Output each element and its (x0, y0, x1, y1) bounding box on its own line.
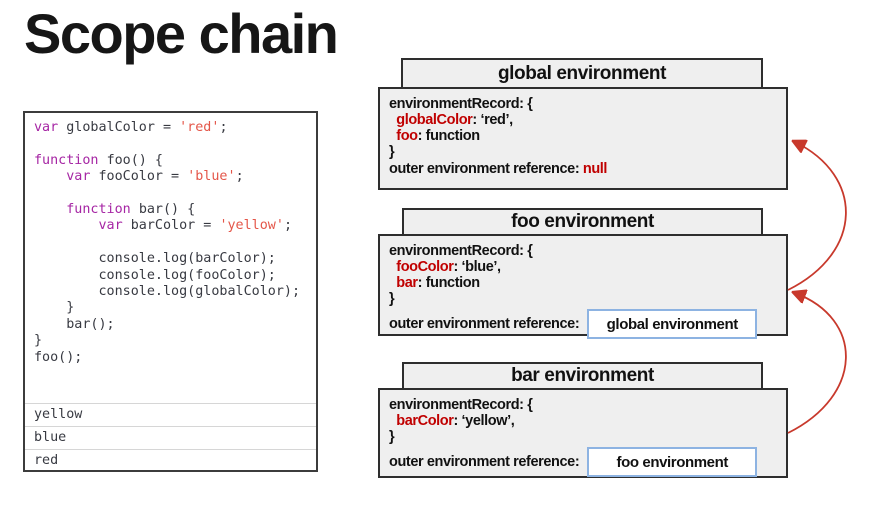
rec-line: fooColor: ‘blue’, (396, 259, 501, 275)
code-line: console.log(fooColor); (34, 267, 276, 283)
console-output-row: red (25, 449, 316, 472)
env-record-foo: environmentRecord: { fooColor: ‘blue’, b… (389, 243, 777, 307)
rec-line: environmentRecord: { (389, 243, 533, 259)
outer-reference-label: outer environment reference: (389, 316, 580, 332)
code-line: bar(); (34, 316, 115, 332)
outer-reference-label: outer environment reference: (389, 454, 580, 470)
arrow-bar-to-foo (787, 293, 847, 434)
code-line: var fooColor = 'blue'; (66, 169, 244, 185)
rec-line: } (389, 291, 395, 307)
rec-line: globalColor: ‘red’, (396, 112, 513, 128)
code-line: function foo() { (34, 152, 163, 168)
env-title-bar: bar environment (511, 365, 654, 386)
env-title-global: global environment (497, 62, 667, 84)
outer-reference-value: null (582, 161, 608, 177)
rec-line: } (389, 429, 395, 445)
env-body-global: environmentRecord: { globalColor: ‘red’,… (378, 87, 788, 190)
page-title: Scope chain (24, 2, 339, 65)
env-title-foo: foo environment (511, 211, 654, 232)
outer-reference-box-foo: foo environment (587, 447, 758, 477)
env-header-bar: bar environment (402, 362, 763, 390)
outer-reference-box-global: global environment (587, 309, 758, 339)
rec-line: barColor: ‘yellow’, (396, 413, 515, 429)
outer-reference-label: outer environment reference: (389, 161, 583, 177)
env-body-bar: environmentRecord: { barColor: ‘yellow’,… (378, 388, 788, 478)
rec-line: } (389, 144, 395, 160)
code-line (34, 186, 307, 202)
code-line: var globalColor = 'red'; (34, 120, 228, 135)
code-line: } (34, 300, 75, 316)
code-line: foo(); (34, 349, 83, 365)
code-panel: var globalColor = 'red'; function foo() … (23, 111, 318, 472)
arrow-foo-to-global (787, 142, 847, 291)
env-header-foo: foo environment (402, 208, 763, 236)
code-line: console.log(globalColor); (34, 284, 301, 300)
outer-reference-foo: outer environment reference: global envi… (389, 307, 777, 341)
rec-line: bar: function (396, 275, 480, 291)
rec-line: environmentRecord: { (389, 397, 533, 413)
code-listing: var globalColor = 'red'; function foo() … (25, 113, 316, 403)
code-line (34, 136, 307, 152)
env-header-global: global environment (401, 58, 763, 89)
env-record-global: environmentRecord: { globalColor: ‘red’,… (389, 96, 777, 160)
console-output-row: yellow (25, 403, 316, 426)
rec-line: foo: function (396, 128, 480, 144)
outer-reference-bar: outer environment reference: foo environ… (389, 445, 777, 479)
rec-line: environmentRecord: { (389, 96, 533, 112)
code-line: } (34, 333, 43, 349)
code-line: function bar() { (66, 202, 196, 218)
code-line: var barColor = 'yellow'; (98, 218, 293, 234)
code-line (34, 235, 307, 251)
console-output-row: blue (25, 426, 316, 449)
env-record-bar: environmentRecord: { barColor: ‘yellow’,… (389, 397, 777, 445)
env-body-foo: environmentRecord: { fooColor: ‘blue’, b… (378, 234, 788, 339)
outer-reference-global: outer environment reference: null (389, 160, 777, 178)
code-line: console.log(barColor); (34, 251, 276, 267)
